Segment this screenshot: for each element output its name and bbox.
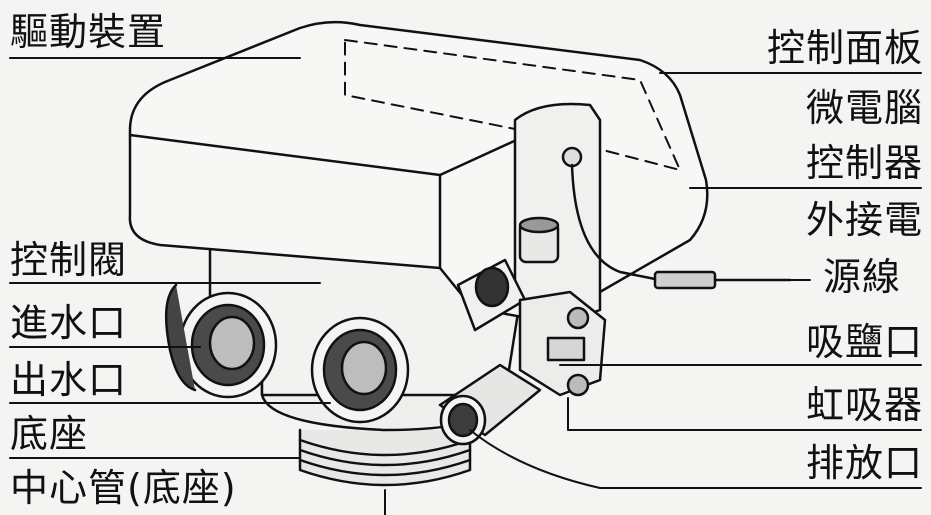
brine-port-assembly bbox=[456, 216, 607, 397]
power-cord-label-line1: 外接電 bbox=[805, 198, 923, 242]
outlet-label: 出水口 bbox=[10, 358, 128, 402]
outlet-port bbox=[310, 316, 410, 424]
leader-lines bbox=[9, 57, 922, 515]
power-cable-plug bbox=[653, 270, 717, 290]
control-panel-label: 控制面板 bbox=[766, 26, 923, 70]
inlet-label: 進水口 bbox=[10, 301, 128, 345]
drain-outlet-label: 排放口 bbox=[805, 441, 923, 485]
controller-cover bbox=[513, 102, 602, 327]
control-valve-label: 控制閥 bbox=[10, 238, 128, 282]
inlet-port bbox=[164, 283, 278, 399]
siphon-label: 虹吸器 bbox=[805, 383, 923, 427]
microcomputer-label-line1: 微電腦 bbox=[805, 86, 923, 130]
center-pipe-thread bbox=[298, 428, 472, 487]
base-label: 底座 bbox=[10, 412, 89, 456]
control-panel-outline bbox=[344, 39, 681, 171]
brine-inlet-label: 吸鹽口 bbox=[805, 320, 923, 364]
center-pipe-label: 中心管(底座) bbox=[10, 466, 237, 510]
microcomputer-label-line2: 控制器 bbox=[805, 141, 923, 185]
power-cord-label-line2: 源線 bbox=[822, 255, 901, 299]
drive-device-label: 驅動裝置 bbox=[10, 10, 167, 54]
controller-knob bbox=[561, 146, 583, 168]
power-cable bbox=[570, 163, 662, 282]
